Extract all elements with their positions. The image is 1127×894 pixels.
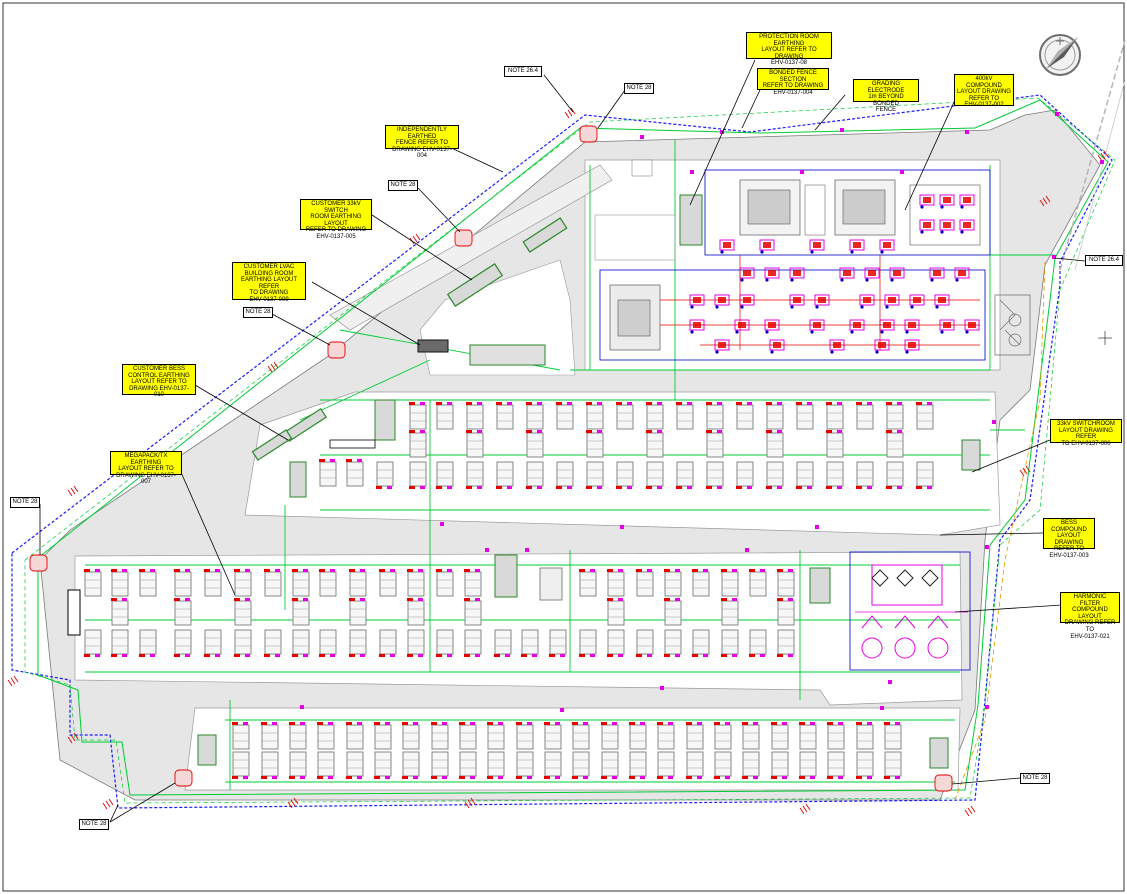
callout-400kv-compound: 400kV COMPOUND LAYOUT DRAWING REFER TO E… xyxy=(954,74,1014,108)
callout-megapack-tx: MEGAPACK/TX EARTHING LAYOUT REFER TO DRA… xyxy=(110,451,182,485)
callout-customer-bess-control: CUSTOMER BESS CONTROL EARTHING LAYOUT RE… xyxy=(122,364,196,398)
callout-grading-electrode: GRADING ELECTRODE 1m BEYOND BONDED FENCE xyxy=(853,79,919,113)
note-26-4-top: NOTE 26.4 xyxy=(504,66,542,77)
callout-bess-compound: BESS COMPOUND LAYOUT DRAWING REFER TO EH… xyxy=(1043,518,1095,559)
callout-bonded-fence-section: BONDED FENCE SECTION REFER TO DRAWING EH… xyxy=(757,68,829,96)
callout-independent-fence: INDEPENDENTLY EARTHED FENCE REFER TO DRA… xyxy=(385,125,459,159)
note-28-far-left: NOTE 28 xyxy=(10,497,40,508)
callout-protection-room: PROTECTION ROOM EARTHING LAYOUT REFER TO… xyxy=(746,32,832,66)
north-arrow-icon xyxy=(1039,34,1081,76)
note-28-bottom-left: NOTE 28 xyxy=(79,819,109,830)
callout-33kv-switchroom: 33kV SWITCHROOM LAYOUT DRAWING REFER TO … xyxy=(1050,419,1122,447)
callout-customer-lvac: CUSTOMER LVAC BUILDING ROOM EARTHING LAY… xyxy=(232,262,306,303)
note-28-upper-left: NOTE 28 xyxy=(388,180,418,191)
callout-customer-33kv-switch-room: CUSTOMER 33kV SWITCH ROOM EARTHING LAYOU… xyxy=(300,199,372,240)
note-28-bottom-right: NOTE 28 xyxy=(1020,773,1050,784)
callout-harmonic-filter: HARMONIC FILTER COMPOUND LAYOUT DRAWING … xyxy=(1060,592,1120,640)
note-28-mid-left: NOTE 28 xyxy=(243,307,273,318)
note-26-4-right: NOTE 26.4 xyxy=(1085,255,1123,266)
note-28-top: NOTE 28 xyxy=(624,83,654,94)
